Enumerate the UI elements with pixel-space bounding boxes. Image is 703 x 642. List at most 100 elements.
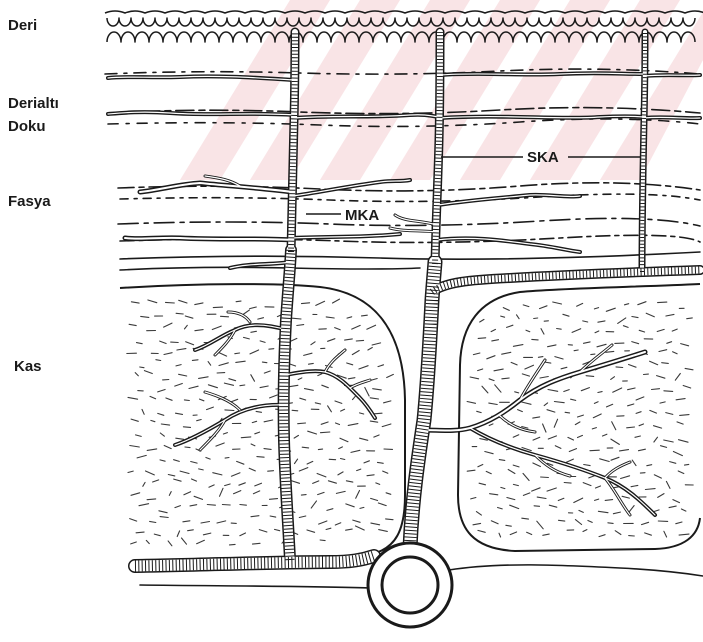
muscle-left-texture-mark — [313, 481, 319, 484]
muscle-left-texture-mark — [160, 460, 165, 461]
muscle-left-texture-mark — [318, 449, 322, 450]
muscle-left-texture-mark — [153, 480, 159, 482]
muscle-left-texture-mark — [139, 504, 149, 506]
muscle-right-texture-mark — [680, 415, 689, 416]
muscle-right-texture-mark — [591, 354, 595, 355]
muscle-right-texture-mark — [635, 436, 640, 437]
muscle-left-texture-mark — [371, 498, 378, 500]
muscle-left-texture-mark — [182, 538, 187, 544]
muscle-right-texture-mark — [661, 446, 667, 448]
muscle-right-texture-mark — [557, 329, 562, 330]
muscle-left-texture-mark — [185, 447, 190, 448]
muscle-left-texture-mark — [326, 528, 331, 529]
muscle-left-texture-mark — [268, 471, 274, 472]
muscle-left-texture-mark — [382, 424, 391, 427]
fascia-line — [120, 194, 700, 201]
muscle-left-texture-mark — [328, 406, 332, 412]
muscle-right-texture-mark — [638, 302, 646, 305]
muscle-right-texture-mark — [613, 388, 622, 392]
muscle-right-texture-mark — [540, 377, 548, 379]
deep-fascia-line — [120, 267, 420, 270]
muscle-left-texture-mark — [373, 389, 382, 390]
muscle-right-texture-mark — [621, 476, 630, 479]
muscle-left-texture-mark — [326, 317, 334, 318]
muscle-right-texture-mark — [541, 329, 544, 335]
muscle-left-texture-mark — [150, 396, 156, 398]
muscle-branch — [195, 325, 287, 350]
muscle-left-texture-mark — [177, 349, 186, 350]
muscle-left-texture-mark — [191, 462, 197, 464]
muscle-left-texture-mark — [129, 324, 136, 325]
muscle-right-texture-mark — [489, 424, 493, 426]
muscle-left-texture-mark — [160, 517, 168, 518]
muscle-left-texture-mark — [225, 458, 229, 459]
muscle-left-texture-mark — [370, 421, 377, 422]
intermuscular-sheath-line — [140, 585, 370, 588]
muscle-right-texture-mark — [611, 457, 619, 460]
muscle-left-texture-mark — [368, 348, 372, 351]
muscle-right-texture-mark — [681, 344, 689, 346]
muscle-left-texture-mark — [128, 471, 133, 472]
muscle-left-texture-mark — [251, 375, 255, 382]
muscle-left-texture-mark — [175, 384, 183, 387]
muscle-left-texture-mark — [231, 473, 240, 476]
muscle-right-texture-mark — [526, 330, 530, 332]
muscle-left-texture-mark — [164, 353, 172, 355]
muscle-right-texture-mark — [667, 342, 672, 344]
muscle-left-texture-mark — [183, 521, 190, 522]
muscle-left-texture-mark — [249, 468, 255, 471]
muscle-right-texture-mark — [613, 512, 620, 514]
label-deri: Deri — [8, 17, 37, 34]
muscle-right-texture-mark — [593, 414, 601, 418]
muscle-left-texture-mark — [219, 353, 227, 357]
muscle-left-texture-mark — [240, 385, 245, 386]
muscle-left-texture-mark — [253, 543, 261, 544]
muscle-left-texture-mark — [135, 373, 138, 376]
muscle-right-texture-mark — [646, 313, 654, 317]
muscle-left-texture-mark — [240, 505, 247, 506]
epidermis-lower-scallops — [107, 32, 695, 42]
muscle-left-texture-mark — [356, 340, 363, 341]
muscle-left-texture-mark — [236, 301, 241, 302]
muscle-left-texture-mark — [352, 351, 359, 355]
muscle-left-texture-mark — [200, 399, 204, 401]
muscle-right-texture-mark — [533, 417, 540, 418]
muscle-right-texture-mark — [673, 352, 678, 354]
muscle-right-texture-mark — [503, 308, 509, 311]
muscle-left-texture-mark — [335, 401, 342, 403]
muscle-right-texture-mark — [574, 350, 578, 351]
muscle-right-texture-mark — [620, 450, 629, 451]
muscle-right-texture-mark — [658, 494, 664, 498]
muscle-left-texture-mark — [188, 530, 194, 531]
muscle-left-texture-mark — [378, 365, 384, 367]
muscle-left-texture-mark — [176, 438, 184, 439]
muscle-right-texture-mark — [541, 477, 549, 478]
muscle-right-texture-mark — [650, 410, 657, 413]
muscle-left-texture-mark — [206, 458, 210, 460]
muscle-right-texture-mark — [566, 459, 573, 462]
muscle-right-texture-mark — [543, 424, 546, 432]
muscle-right-texture-mark — [478, 338, 486, 339]
muscle-left-texture-mark — [270, 516, 276, 517]
muscle-right-texture-mark — [478, 530, 485, 532]
muscle-right-texture-mark — [595, 331, 599, 333]
muscle-left-texture-mark — [137, 343, 143, 344]
muscle-right-texture-mark — [548, 390, 558, 392]
muscle-right-texture-mark — [596, 486, 601, 488]
muscle-right-texture-mark — [579, 510, 583, 512]
muscle-right-texture-mark — [574, 498, 583, 502]
muscle-right-texture-mark — [598, 392, 602, 393]
muscle-right-texture-mark — [654, 475, 661, 478]
muscle-right-texture-mark — [501, 487, 505, 488]
muscle-right-texture-mark — [569, 449, 576, 452]
muscle-left-texture-mark — [346, 529, 353, 530]
muscle-left-texture-mark — [386, 493, 391, 495]
muscle-left-texture-mark — [299, 468, 308, 471]
muscle-left-texture-mark — [192, 479, 197, 481]
muscle-right-texture-mark — [561, 367, 567, 369]
muscle-left-texture-mark — [253, 491, 259, 494]
muscle-left-texture-mark — [353, 396, 356, 399]
muscle-left-texture-mark — [190, 505, 197, 506]
muscle-right-texture-mark — [510, 532, 516, 535]
muscle-right-texture-mark — [598, 511, 608, 512]
